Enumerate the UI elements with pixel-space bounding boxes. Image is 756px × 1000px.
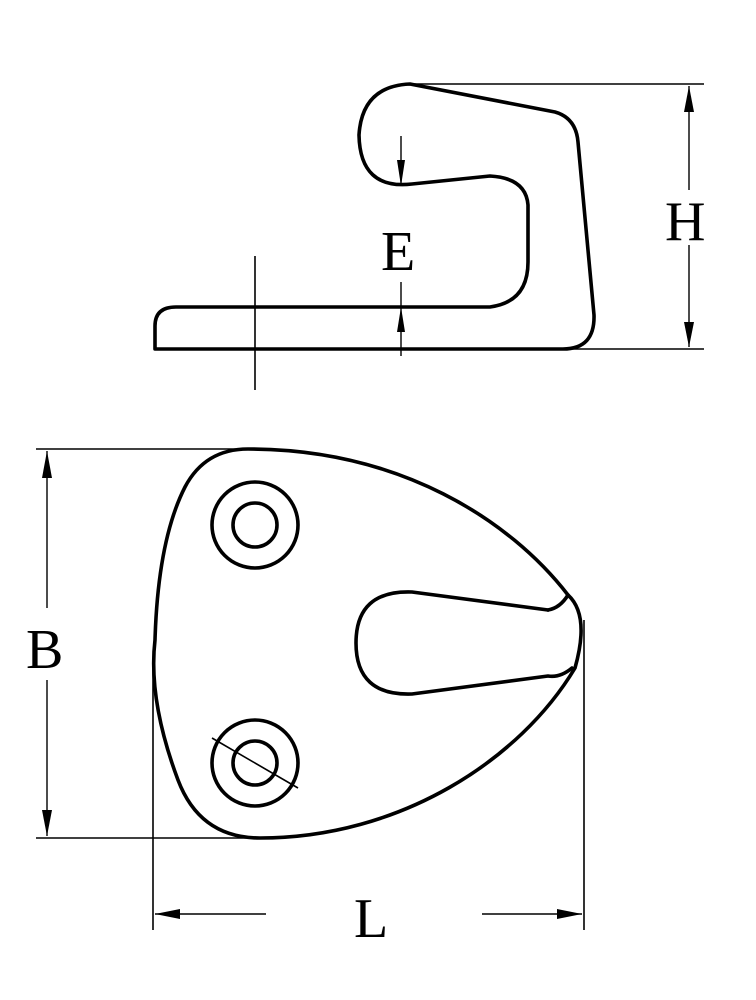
upper-hole-outer bbox=[210, 480, 300, 570]
gap-dimension-upper-arrow bbox=[397, 160, 405, 186]
height-dimension-upper-arrow bbox=[684, 86, 694, 112]
gap-dimension-label: E bbox=[381, 221, 415, 283]
lower-hole-inner bbox=[231, 739, 279, 787]
width-dimension-lower-arrow bbox=[42, 810, 52, 836]
width-dimension-label: B bbox=[26, 619, 63, 681]
height-dimension-lower-arrow bbox=[684, 322, 694, 347]
length-dimension-label: L bbox=[354, 888, 388, 950]
width-dimension-upper-arrow bbox=[42, 451, 52, 478]
plate-outline bbox=[151, 447, 583, 840]
height-dimension-label: H bbox=[665, 191, 705, 253]
length-dimension-right-arrow bbox=[557, 909, 582, 919]
upper-hole-inner bbox=[231, 501, 279, 549]
gap-dimension-lower-arrow bbox=[397, 307, 405, 332]
lower-hole-centerline bbox=[211, 737, 299, 789]
top-view: B L bbox=[26, 447, 585, 950]
keyhole-slot-top-tip bbox=[546, 593, 570, 612]
lower-hole-outer bbox=[210, 718, 300, 808]
keyhole-slot bbox=[354, 590, 574, 696]
side-view-outline bbox=[153, 82, 596, 351]
length-dimension-left-arrow bbox=[155, 909, 180, 919]
side-view: E H bbox=[153, 82, 705, 390]
